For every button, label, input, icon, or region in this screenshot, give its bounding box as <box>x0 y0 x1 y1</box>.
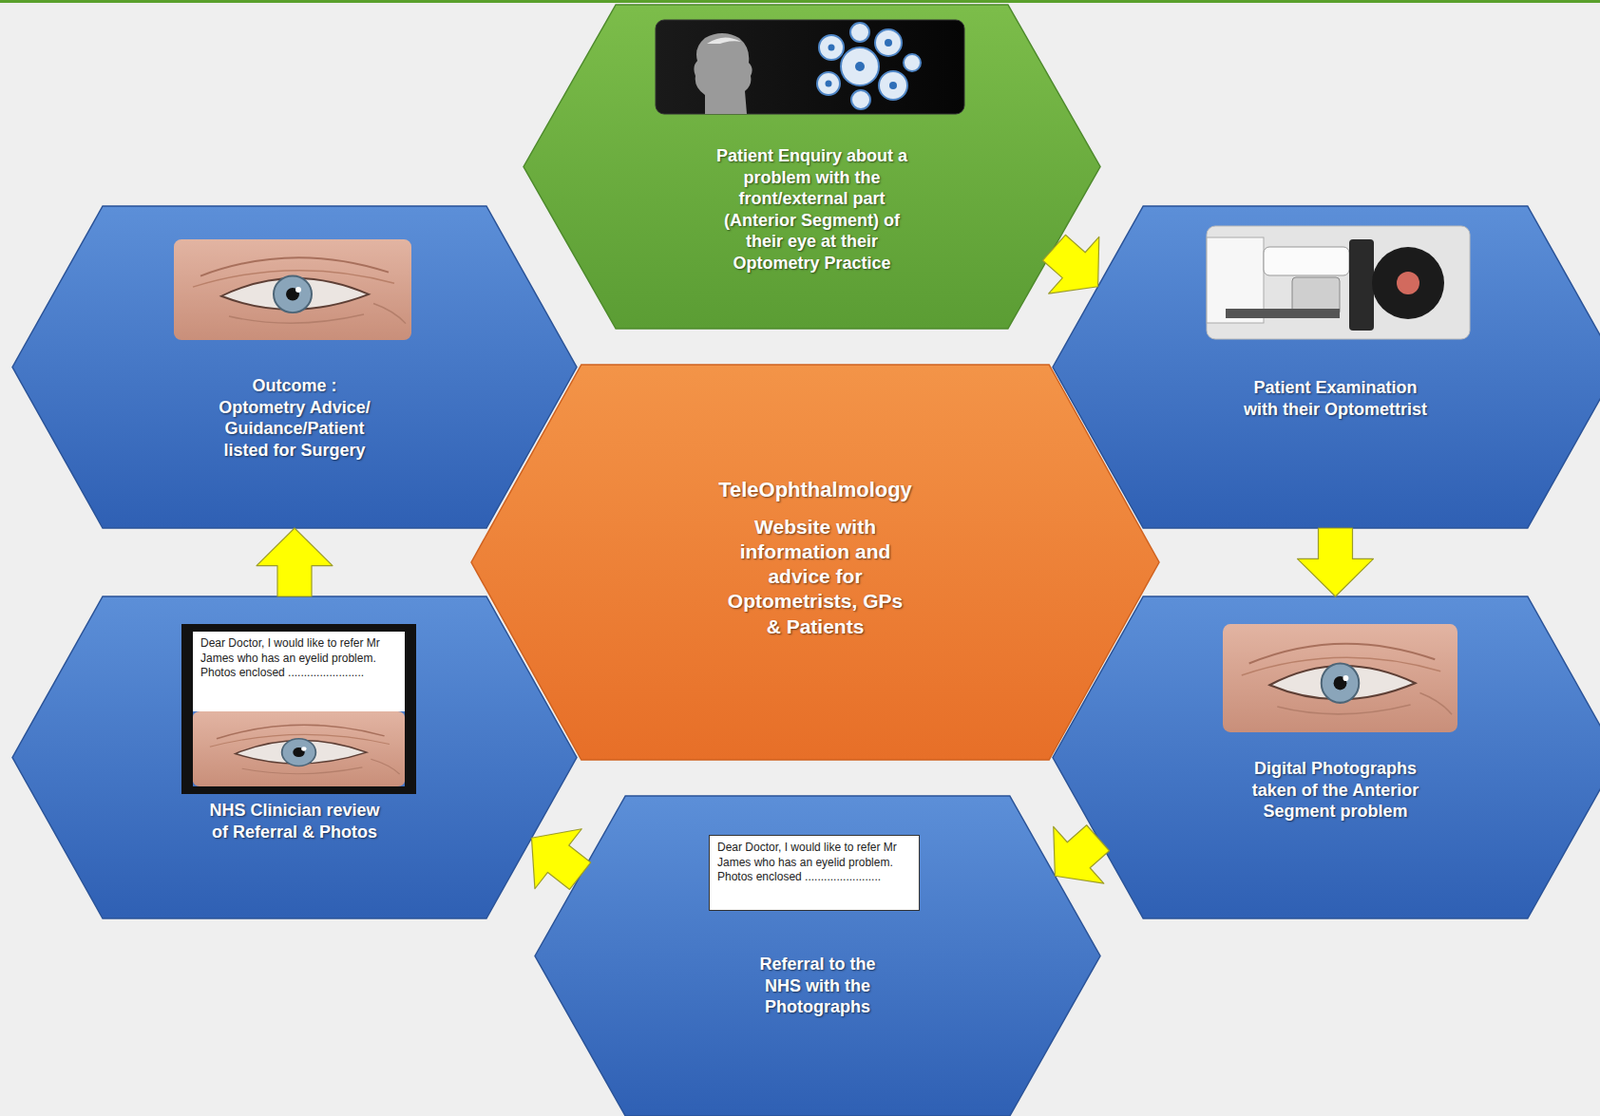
eye-photo <box>1222 624 1458 733</box>
hair <box>706 37 742 44</box>
text-block: NHS Clinician review of Referral & Photo… <box>12 800 577 843</box>
letter-body: Dear Doctor, I would like to refer Mr Ja… <box>192 631 405 686</box>
head-silhouette <box>693 33 752 115</box>
letter-text: Dear Doctor, I would like to refer Mr Ja… <box>717 840 912 886</box>
letter-box: Dear Doctor, I would like to refer Mr Ja… <box>192 631 405 712</box>
question-bubble <box>875 29 902 57</box>
text-block: Outcome : Optometry Advice/ Guidance/Pat… <box>12 375 577 461</box>
photo-frame <box>655 19 965 115</box>
question-bubble <box>903 54 921 72</box>
screen-frame <box>181 624 417 795</box>
lamp-column <box>1206 237 1264 324</box>
top-rule <box>0 0 1600 3</box>
hexagon-box: NHS Clinician review of Referral & Photo… <box>12 596 577 919</box>
letter-text: Dear Doctor, I would like to refer Mr Ja… <box>200 636 398 682</box>
node-text: Patient Examination with their Optomettr… <box>1240 377 1431 420</box>
hexagon-shape <box>12 596 577 919</box>
bubble-dot <box>889 81 897 90</box>
hexagon-box: Outcome : Optometry Advice/ Guidance/Pat… <box>12 206 577 529</box>
question-bubble <box>840 47 879 86</box>
hexagon-outline <box>1052 596 1600 919</box>
text-block: Digital Photographs taken of the Anterio… <box>1052 758 1600 823</box>
hexagon-box: Referral to the NHS with the Photographs… <box>534 796 1101 1116</box>
lamp-head <box>1371 247 1445 320</box>
hexagon-outline <box>523 4 1101 329</box>
block-arrow <box>256 528 333 597</box>
hexagon-shape <box>1052 206 1600 529</box>
hexagon-shape <box>523 4 1101 329</box>
letter-body: Dear Doctor, I would like to refer Mr Ja… <box>709 836 919 891</box>
photo-frame <box>1206 226 1470 340</box>
lamp-support <box>1349 239 1374 331</box>
lamp-light <box>1396 271 1420 295</box>
text-block: Patient Examination with their Optomettr… <box>1052 377 1600 420</box>
hexagon-outline <box>1052 206 1600 529</box>
hexagon-box: Patient Enquiry about a problem with the… <box>523 4 1101 329</box>
hexagon-outline <box>471 364 1160 761</box>
text-block: Referral to the NHS with the Photographs <box>534 953 1101 1019</box>
lamp-base <box>1225 308 1340 319</box>
node-text: TeleOphthalmology <box>718 476 913 504</box>
bubble-dot <box>855 61 865 72</box>
eye-photo <box>192 711 405 787</box>
bubble-dot <box>828 44 836 52</box>
hexagon-shape <box>1052 596 1600 919</box>
text-block: TeleOphthalmologyWebsite with informatio… <box>471 476 1160 640</box>
hexagon-box: Digital Photographs taken of the Anterio… <box>1052 596 1600 919</box>
question-bubble <box>817 72 840 96</box>
eye-photo <box>173 239 412 341</box>
node-text: Digital Photographs taken of the Anterio… <box>1240 758 1431 823</box>
block-arrow <box>1053 825 1110 884</box>
question-bubble <box>878 71 908 100</box>
question-bubble <box>819 35 844 60</box>
hexagon-outline <box>12 206 577 529</box>
question-bubble <box>851 90 871 110</box>
node-text: Outcome : Optometry Advice/ Guidance/Pat… <box>211 375 379 461</box>
letter-box: Dear Doctor, I would like to refer Mr Ja… <box>708 835 920 912</box>
hexagon-box: Patient Examination with their Optomettr… <box>1052 206 1600 529</box>
lamp-lens <box>1292 277 1340 316</box>
enquiry-photo <box>655 19 965 115</box>
hexagon-box: TeleOphthalmologyWebsite with informatio… <box>471 364 1160 761</box>
node-text: NHS Clinician review of Referral & Photo… <box>207 800 383 843</box>
block-arrow <box>1042 234 1099 294</box>
node-text: Referral to the NHS with the Photographs <box>739 953 896 1019</box>
text-block: Patient Enquiry about a problem with the… <box>523 145 1101 274</box>
hexagon-shape <box>534 796 1101 1116</box>
hexagon-shape <box>12 206 577 529</box>
bubble-dot <box>825 80 833 88</box>
block-arrow <box>531 829 591 891</box>
lamp-arm <box>1263 247 1350 276</box>
hexagon-shape <box>471 364 1160 761</box>
question-bubble <box>850 22 870 42</box>
slit-lamp-photo <box>1206 226 1470 340</box>
node-text: Website with information and advice for … <box>718 514 914 640</box>
bubble-dot <box>884 38 893 47</box>
block-arrow <box>1297 528 1374 597</box>
node-text: Patient Enquiry about a problem with the… <box>709 145 915 274</box>
